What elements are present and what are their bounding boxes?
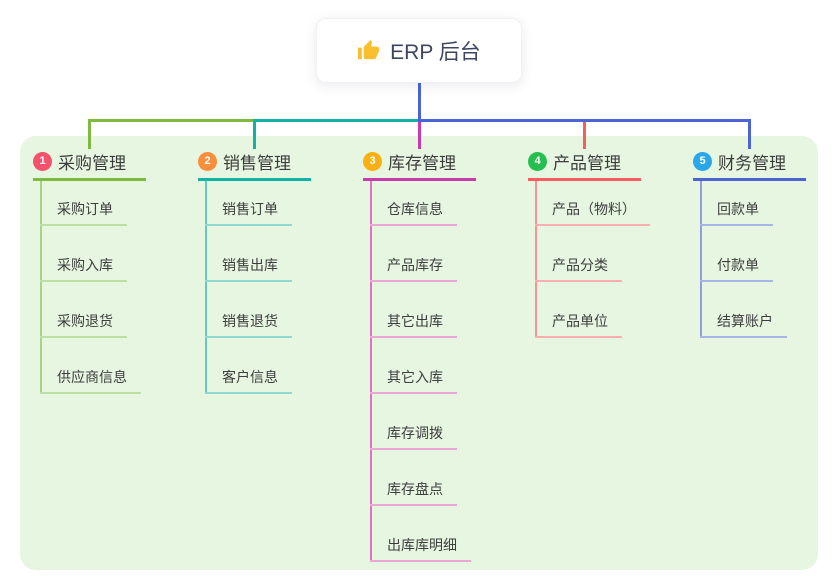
child-node[interactable]: 产品单位: [535, 311, 622, 338]
child-node[interactable]: 采购退货: [40, 311, 127, 338]
child-node[interactable]: 回款单: [700, 199, 773, 226]
child-node-row: 仓库信息: [370, 181, 476, 226]
branch-库存管理: 3 库存管理仓库信息产品库存其它出库其它入库库存调拨库存盘点出库库明细: [363, 150, 476, 562]
child-node[interactable]: 产品库存: [370, 255, 457, 282]
branch-drop-line: [252, 119, 256, 149]
child-node[interactable]: 销售出库: [205, 255, 292, 282]
child-node-row: 产品分类: [535, 226, 641, 282]
child-node[interactable]: 采购订单: [40, 199, 127, 226]
child-node-row: 采购订单: [40, 181, 146, 226]
branch-header[interactable]: 2 销售管理: [198, 150, 311, 181]
child-node-row: 产品库存: [370, 226, 476, 282]
child-node[interactable]: 产品（物料）: [535, 199, 650, 226]
branch-children: 回款单付款单结算账户: [700, 181, 806, 338]
child-node-row: 供应商信息: [40, 338, 146, 394]
child-node-row: 销售出库: [205, 226, 311, 282]
child-node[interactable]: 库存调拨: [370, 423, 457, 450]
child-node-row: 其它入库: [370, 338, 476, 394]
child-node[interactable]: 产品分类: [535, 255, 622, 282]
branch-header[interactable]: 3 库存管理: [363, 150, 476, 181]
child-node-row: 回款单: [700, 181, 806, 226]
child-node-row: 出库库明细: [370, 506, 476, 562]
child-node[interactable]: 库存盘点: [370, 479, 457, 506]
branch-children: 采购订单采购入库采购退货供应商信息: [40, 181, 146, 394]
branch-销售管理: 2 销售管理销售订单销售出库销售退货客户信息: [198, 150, 311, 394]
child-node-row: 销售订单: [205, 181, 311, 226]
child-node-row: 销售退货: [205, 282, 311, 338]
branch-header[interactable]: 1 采购管理: [33, 150, 146, 181]
branch-number-badge: 2: [198, 151, 217, 171]
child-node[interactable]: 客户信息: [205, 367, 292, 394]
child-node-row: 结算账户: [700, 282, 806, 338]
branches-panel: [20, 136, 818, 570]
branch-产品管理: 4 产品管理产品（物料） 产品分类产品单位: [528, 150, 650, 338]
root-stem-line: [417, 83, 421, 122]
branch-header[interactable]: 5 财务管理: [693, 150, 806, 181]
branch-header[interactable]: 4 产品管理: [528, 150, 641, 181]
child-node-row: 客户信息: [205, 338, 311, 394]
child-node[interactable]: 结算账户: [700, 311, 787, 338]
child-node[interactable]: 销售退货: [205, 311, 292, 338]
bus-segment: [252, 119, 421, 122]
bus-segment: [87, 119, 256, 122]
branch-title: 销售管理: [223, 153, 291, 173]
branch-drop-line: [582, 119, 586, 149]
branch-children: 仓库信息产品库存其它出库其它入库库存调拨库存盘点出库库明细: [370, 181, 476, 562]
thumbs-up-icon: [357, 39, 380, 62]
child-node[interactable]: 其它入库: [370, 367, 457, 394]
branch-drop-line: [747, 119, 751, 149]
child-node-row: 采购退货: [40, 282, 146, 338]
branch-财务管理: 5 财务管理回款单付款单结算账户: [693, 150, 806, 338]
child-node[interactable]: 供应商信息: [40, 367, 141, 394]
bus-segment: [417, 119, 751, 122]
child-node[interactable]: 其它出库: [370, 311, 457, 338]
child-node[interactable]: 销售订单: [205, 199, 292, 226]
branch-title: 产品管理: [553, 153, 621, 173]
branch-number-badge: 5: [693, 151, 712, 171]
branch-children: 产品（物料） 产品分类产品单位: [535, 181, 650, 338]
child-node[interactable]: 采购入库: [40, 255, 127, 282]
branch-title: 采购管理: [58, 153, 126, 173]
branch-drop-line: [417, 119, 421, 149]
branch-number-badge: 3: [363, 151, 382, 171]
branch-采购管理: 1 采购管理采购订单采购入库采购退货供应商信息: [33, 150, 146, 394]
child-node-row: 采购入库: [40, 226, 146, 282]
root-node-label: ERP 后台: [390, 40, 481, 64]
root-node-erp[interactable]: ERP 后台: [316, 18, 522, 83]
branch-children: 销售订单销售出库销售退货客户信息: [205, 181, 311, 394]
branch-title: 库存管理: [388, 153, 456, 173]
child-node-row: 产品单位: [535, 282, 641, 338]
child-node-row: 库存盘点: [370, 450, 476, 506]
child-node-row: 其它出库: [370, 282, 476, 338]
child-node[interactable]: 出库库明细: [370, 535, 471, 562]
branch-number-badge: 1: [33, 151, 52, 171]
child-node[interactable]: 付款单: [700, 255, 773, 282]
branch-title: 财务管理: [718, 153, 786, 173]
child-node-row: 库存调拨: [370, 394, 476, 450]
child-node[interactable]: 仓库信息: [370, 199, 457, 226]
branch-number-badge: 4: [528, 151, 547, 171]
child-node-row: 付款单: [700, 226, 806, 282]
branch-drop-line: [87, 119, 91, 149]
child-node-row: 产品（物料）: [535, 181, 650, 226]
